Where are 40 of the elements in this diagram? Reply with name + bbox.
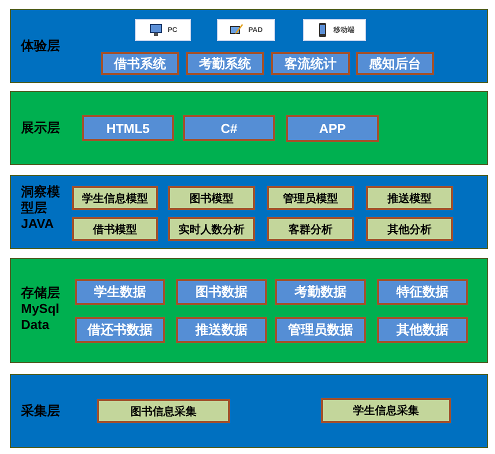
device-card (135, 19, 191, 41)
module-box: 图书数据 (176, 279, 267, 305)
module-box: 实时人数分析 (168, 217, 255, 241)
layer-title: 存储层 (21, 285, 61, 301)
module-box: 借书系统 (101, 52, 179, 75)
module-box: APP (286, 115, 379, 142)
layer-panel (10, 9, 488, 83)
layer-panel (10, 175, 488, 249)
module-box: 特征数据 (377, 279, 468, 305)
module-box: 学生信息采集 (321, 398, 451, 423)
device-card (217, 19, 275, 41)
module-box: 推送模型 (366, 186, 453, 210)
layer-panel (10, 374, 488, 448)
layer-title: 洞察模型层 (21, 184, 61, 216)
module-box: 借书模型 (72, 217, 158, 241)
module-box: 图书信息采集 (97, 399, 230, 423)
module-box: C# (183, 115, 275, 141)
layer-title: JAVA (21, 216, 55, 232)
module-box: 借还书数据 (75, 317, 165, 343)
device-card (303, 19, 366, 41)
module-box: 感知后台 (356, 52, 434, 75)
module-box: 管理员数据 (275, 317, 366, 343)
layer-title: 展示层 (21, 120, 61, 136)
layer-panel (10, 258, 488, 363)
module-box: 学生信息模型 (72, 186, 158, 210)
module-box: 学生数据 (75, 279, 165, 305)
module-box: 考勤数据 (275, 279, 366, 305)
module-box: 管理员模型 (267, 186, 354, 210)
module-box: 其他分析 (366, 217, 453, 241)
layer-title: 采集层 (21, 403, 61, 419)
layer-title: 体验层 (21, 38, 61, 54)
layer-title: MySql Data (21, 301, 60, 333)
module-box: 其他数据 (377, 317, 468, 343)
module-box: 客群分析 (267, 217, 354, 241)
module-box: 客流统计 (271, 52, 350, 75)
module-box: 考勤系统 (186, 52, 264, 75)
module-box: 图书模型 (168, 186, 255, 210)
layer-panel (10, 91, 488, 165)
module-box: HTML5 (82, 115, 174, 141)
module-box: 推送数据 (176, 317, 267, 343)
